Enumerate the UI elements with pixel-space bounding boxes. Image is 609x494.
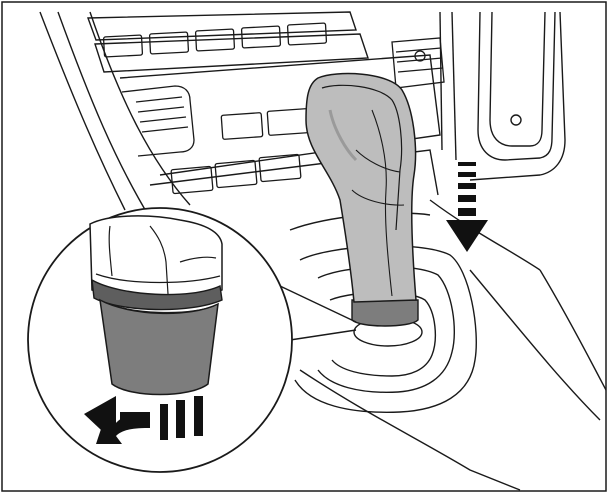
arrow-down-icon — [446, 162, 488, 252]
knob-collar — [351, 299, 419, 327]
right-air-vent — [391, 37, 445, 89]
top-button-row — [102, 22, 328, 58]
gear-shift-knob — [305, 72, 423, 347]
zoomed-knob — [89, 215, 223, 396]
detail-callout — [27, 207, 357, 473]
zoomed-collar — [99, 298, 219, 396]
left-air-vent — [121, 85, 195, 157]
arrow-rotate-left-icon — [84, 396, 203, 444]
knob-body — [305, 72, 417, 303]
